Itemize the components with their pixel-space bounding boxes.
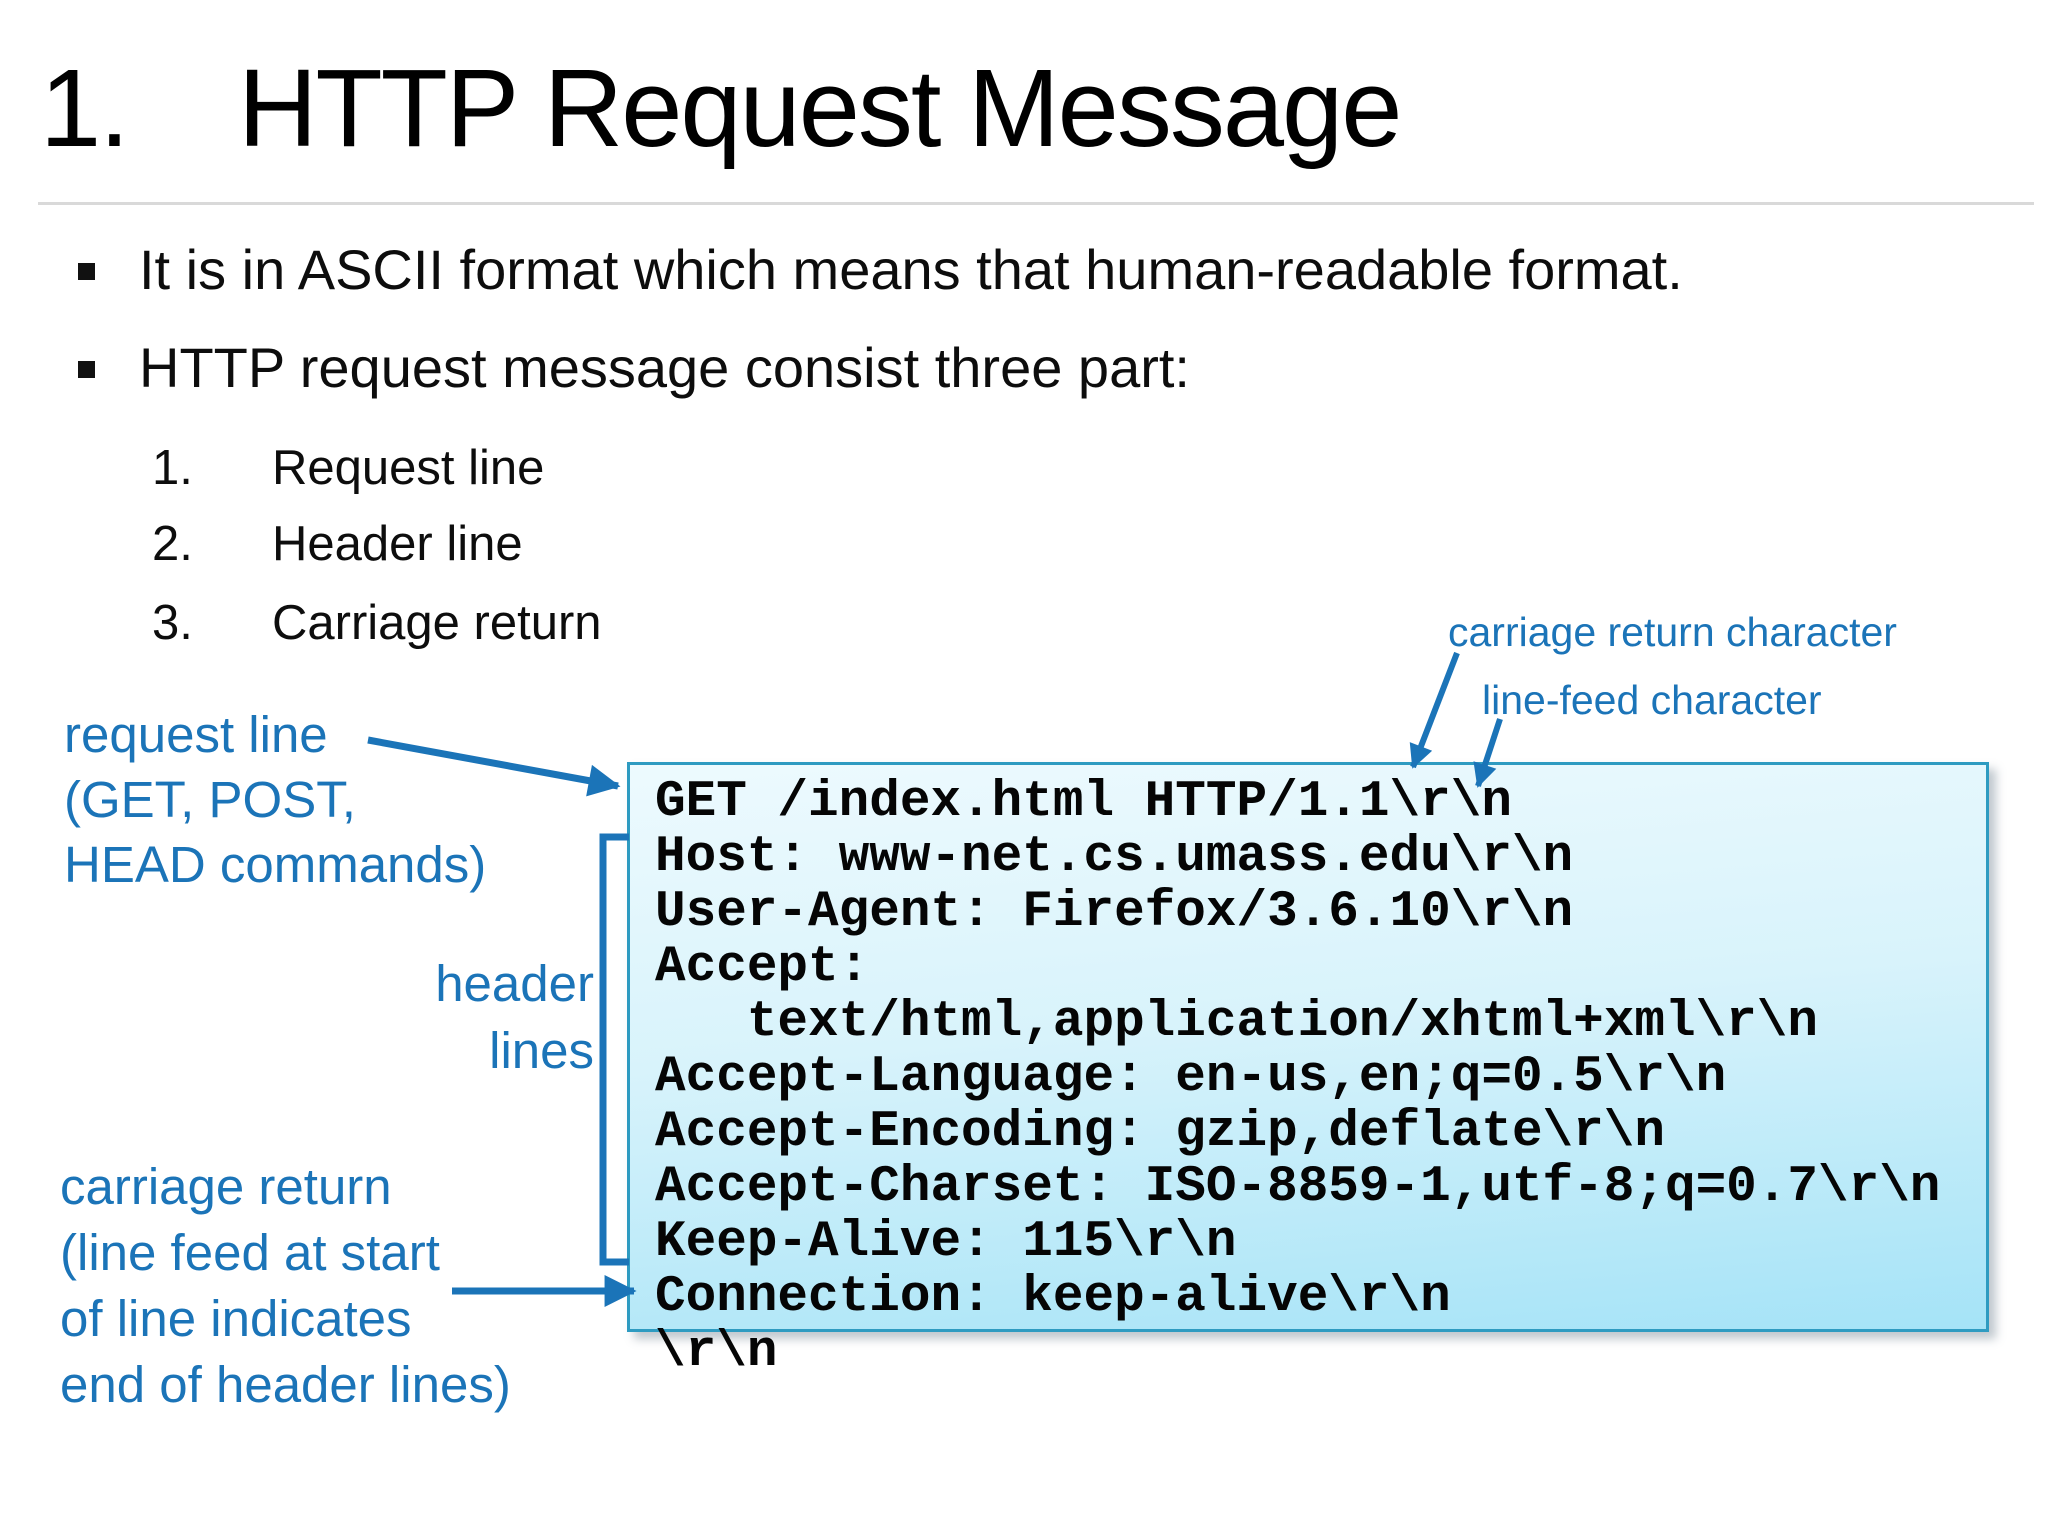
code-line: Accept-Language: en-us,en;q=0.5\r\n — [655, 1049, 1727, 1106]
numbered-item-label: Header line — [272, 517, 523, 571]
code-line: Accept: — [655, 939, 870, 996]
bullet-item: HTTP request message consist three part: — [78, 334, 1190, 402]
title-divider-rule — [38, 202, 2034, 205]
annotation-carriage-return: carriage return (line feed at start of l… — [60, 1154, 511, 1418]
annotation-line-feed-character: line-feed character — [1482, 677, 1822, 723]
annotation-line: (line feed at start — [60, 1224, 440, 1281]
numbered-item-label: Carriage return — [272, 596, 602, 650]
code-line: Keep-Alive: 115\r\n — [655, 1214, 1237, 1271]
code-line: User-Agent: Firefox/3.6.10\r\n — [655, 884, 1574, 941]
http-message-box — [627, 762, 1989, 1332]
numbered-item-number: 3. — [152, 596, 193, 650]
annotation-request-line: request line (GET, POST, HEAD commands) — [64, 702, 486, 897]
annotation-line: request line — [64, 706, 328, 763]
page-title: HTTP Request Message — [238, 47, 1402, 170]
bullet-square-icon — [78, 361, 95, 378]
carriage-return-character-arrow — [1409, 651, 1460, 769]
code-line: Connection: keep-alive\r\n — [655, 1269, 1451, 1326]
annotation-header-lines: header lines — [294, 950, 594, 1084]
code-line: GET /index.html HTTP/1.1\r\n — [655, 774, 1512, 831]
annotation-carriage-return-character: carriage return character — [1448, 609, 1897, 655]
numbered-item: 2. Header line — [152, 514, 523, 574]
bullet-text: HTTP request message consist three part: — [139, 336, 1190, 399]
annotation-line: lines — [489, 1022, 594, 1079]
annotation-line: carriage return — [60, 1158, 392, 1215]
code-line: Accept-Encoding: gzip,deflate\r\n — [655, 1104, 1665, 1161]
numbered-item: 1. Request line — [152, 438, 544, 498]
page-title-number: 1. — [40, 47, 130, 170]
bullet-square-icon — [78, 263, 95, 280]
page-title-row: 1. HTTP Request Message — [40, 44, 1402, 174]
annotation-line: of line indicates — [60, 1290, 412, 1347]
http-message-code: GET /index.html HTTP/1.1\r\n Host: www-n… — [655, 775, 1940, 1380]
numbered-item-number: 1. — [152, 441, 193, 495]
numbered-item: 3. Carriage return — [152, 593, 602, 653]
code-line: \r\n — [655, 1324, 778, 1381]
annotation-line: (GET, POST, — [64, 771, 356, 828]
header-lines-bracket — [599, 833, 629, 1266]
bullet-text: It is in ASCII format which means that h… — [139, 238, 1683, 301]
numbered-item-number: 2. — [152, 517, 193, 571]
annotation-line: header — [435, 955, 594, 1012]
annotation-line: HEAD commands) — [64, 836, 487, 893]
bullet-item: It is in ASCII format which means that h… — [78, 236, 1683, 304]
code-line: Accept-Charset: ISO-8859-1,utf-8;q=0.7\r… — [655, 1159, 1941, 1216]
code-line: text/html,application/xhtml+xml\r\n — [655, 994, 1818, 1051]
code-line: Host: www-net.cs.umass.edu\r\n — [655, 829, 1574, 886]
numbered-item-label: Request line — [272, 441, 545, 495]
annotation-line: end of header lines) — [60, 1356, 511, 1413]
